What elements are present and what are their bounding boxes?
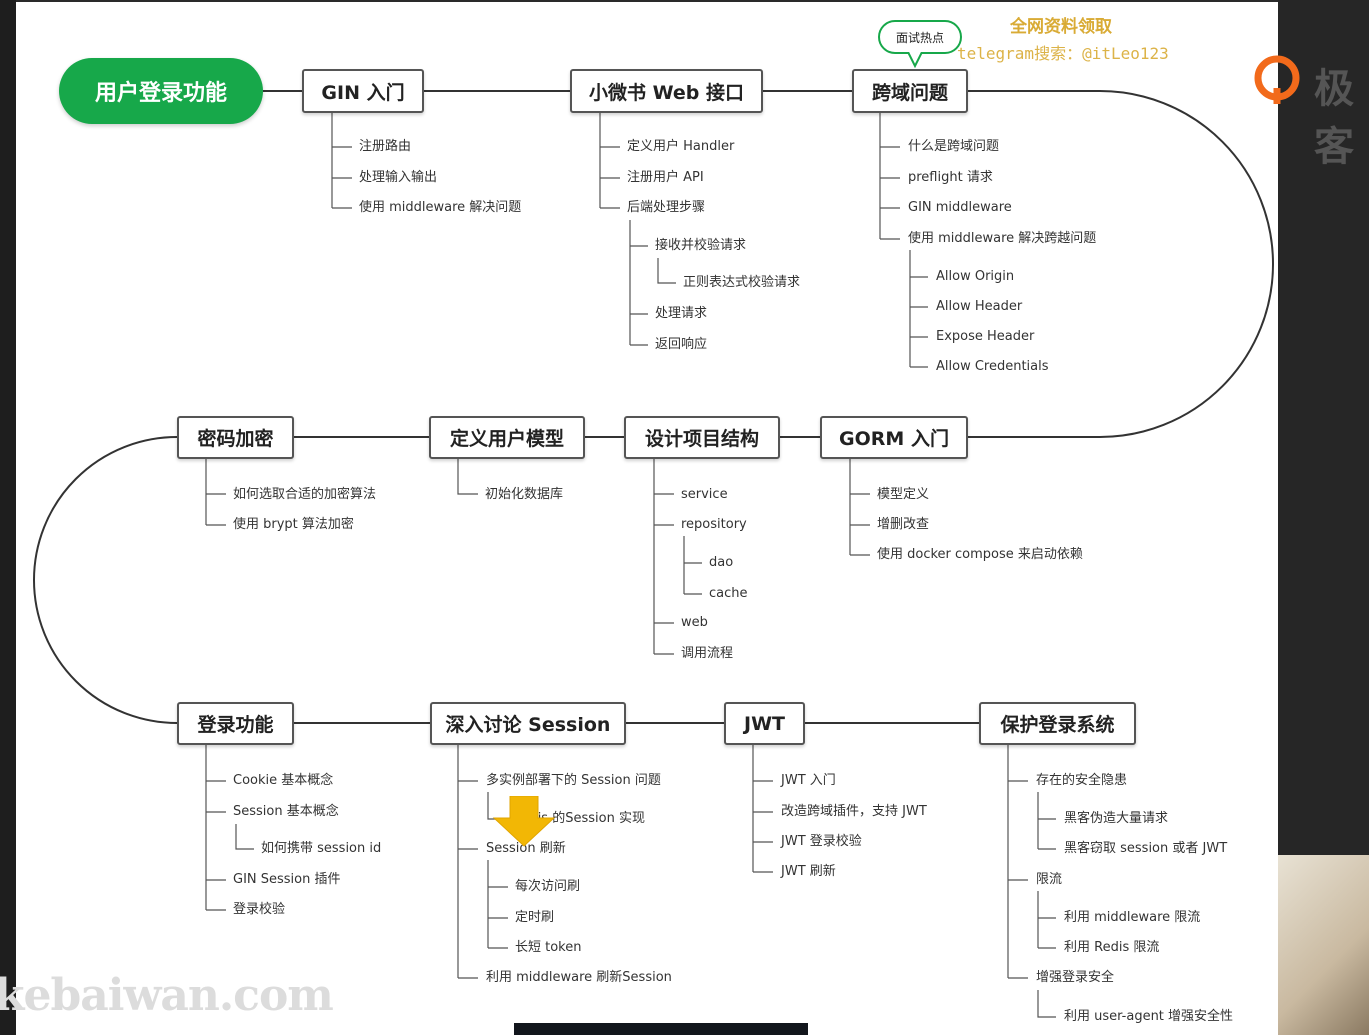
leaf-protect-4[interactable]: 限流 [1036, 872, 1062, 888]
leaf-gorm-1[interactable]: 模型定义 [877, 487, 929, 503]
leaf-login-5[interactable]: 登录校验 [233, 902, 285, 918]
leaf-cors-7[interactable]: Expose Header [936, 329, 1034, 345]
node-gorm[interactable]: GORM 入门 [820, 416, 968, 459]
leaf-login-2[interactable]: Session 基本概念 [233, 804, 339, 820]
leaf-cors-2[interactable]: preflight 请求 [908, 170, 993, 186]
node-structure[interactable]: 设计项目结构 [624, 416, 780, 459]
node-protect[interactable]: 保护登录系统 [979, 702, 1136, 745]
leaf-web-6[interactable]: 处理请求 [655, 306, 707, 322]
leaf-web-7[interactable]: 返回响应 [655, 337, 707, 353]
leaf-web-4[interactable]: 接收并校验请求 [655, 238, 746, 254]
bubble-tail-icon [906, 52, 926, 68]
leaf-jwt-4[interactable]: JWT 刷新 [781, 864, 836, 880]
leaf-login-1[interactable]: Cookie 基本概念 [233, 773, 333, 789]
interview-hotspot-bubble: 面试热点 [878, 20, 962, 54]
leaf-gin-3[interactable]: 使用 middleware 解决问题 [359, 200, 521, 216]
node-cors[interactable]: 跨域问题 [852, 69, 968, 113]
root-node[interactable]: 用户登录功能 [59, 58, 263, 124]
leaf-gin-1[interactable]: 注册路由 [359, 139, 411, 155]
leaf-encrypt-2[interactable]: 使用 brypt 算法加密 [233, 517, 354, 533]
leaf-cors-3[interactable]: GIN middleware [908, 200, 1012, 216]
leaf-login-4[interactable]: GIN Session 插件 [233, 872, 341, 888]
leaf-jwt-1[interactable]: JWT 入门 [781, 773, 836, 789]
leaf-structure-6[interactable]: 调用流程 [681, 646, 733, 662]
watermark-title: 全网资料领取 [1010, 12, 1112, 37]
leaf-protect-2[interactable]: 黑客伪造大量请求 [1064, 811, 1168, 827]
leaf-session-7[interactable]: 利用 middleware 刷新Session [486, 970, 672, 986]
leaf-structure-3[interactable]: dao [709, 555, 733, 571]
leaf-cors-6[interactable]: Allow Header [936, 299, 1022, 315]
brand-text: 极客 [1314, 56, 1369, 172]
leaf-web-3[interactable]: 后端处理步骤 [627, 200, 705, 216]
leaf-web-2[interactable]: 注册用户 API [627, 170, 704, 186]
brand-logo-icon [1253, 54, 1301, 106]
leaf-protect-8[interactable]: 利用 user-agent 增强安全性 [1064, 1009, 1233, 1025]
node-jwt[interactable]: JWT [724, 702, 805, 745]
node-gin[interactable]: GIN 入门 [302, 69, 424, 113]
leaf-protect-7[interactable]: 增强登录安全 [1036, 970, 1114, 986]
leaf-structure-4[interactable]: cache [709, 586, 748, 602]
leaf-protect-5[interactable]: 利用 middleware 限流 [1064, 910, 1200, 926]
leaf-structure-5[interactable]: web [681, 615, 708, 631]
leaf-web-5[interactable]: 正则表达式校验请求 [683, 275, 800, 291]
leaf-session-6[interactable]: 长短 token [515, 940, 582, 956]
leaf-gorm-3[interactable]: 使用 docker compose 来启动依赖 [877, 547, 1083, 563]
leaf-web-1[interactable]: 定义用户 Handler [627, 139, 734, 155]
leaf-structure-2[interactable]: repository [681, 517, 747, 533]
leaf-protect-3[interactable]: 黑客窃取 session 或者 JWT [1064, 841, 1227, 857]
leaf-encrypt-1[interactable]: 如何选取合适的加密算法 [233, 487, 376, 503]
pointer-arrow-icon [492, 796, 556, 848]
leaf-jwt-3[interactable]: JWT 登录校验 [781, 834, 862, 850]
leaf-gin-2[interactable]: 处理输入输出 [359, 170, 437, 186]
leaf-session-4[interactable]: 每次访问刷 [515, 879, 580, 895]
leaf-cors-8[interactable]: Allow Credentials [936, 359, 1049, 375]
leaf-cors-1[interactable]: 什么是跨域问题 [908, 139, 999, 155]
node-login[interactable]: 登录功能 [177, 702, 294, 745]
leaf-jwt-2[interactable]: 改造跨域插件，支持 JWT [781, 804, 927, 820]
node-web[interactable]: 小微书 Web 接口 [570, 69, 763, 113]
watermark-site: kebaiwan.com [0, 970, 333, 1021]
leaf-cors-4[interactable]: 使用 middleware 解决跨越问题 [908, 231, 1096, 247]
node-encrypt[interactable]: 密码加密 [177, 416, 294, 459]
leaf-login-3[interactable]: 如何携带 session id [261, 841, 381, 857]
leaf-session-5[interactable]: 定时刷 [515, 910, 554, 926]
watermark-telegram: telegram搜索：@itLeo123 [957, 40, 1169, 64]
node-model[interactable]: 定义用户模型 [429, 416, 585, 459]
leaf-cors-5[interactable]: Allow Origin [936, 269, 1014, 285]
leaf-session-1[interactable]: 多实例部署下的 Session 问题 [486, 773, 661, 789]
node-session[interactable]: 深入讨论 Session [430, 702, 626, 745]
leaf-protect-1[interactable]: 存在的安全隐患 [1036, 773, 1127, 789]
leaf-model-1[interactable]: 初始化数据库 [485, 487, 563, 503]
leaf-protect-6[interactable]: 利用 Redis 限流 [1064, 940, 1159, 956]
leaf-gorm-2[interactable]: 增删改查 [877, 517, 929, 533]
leaf-structure-1[interactable]: service [681, 487, 728, 503]
